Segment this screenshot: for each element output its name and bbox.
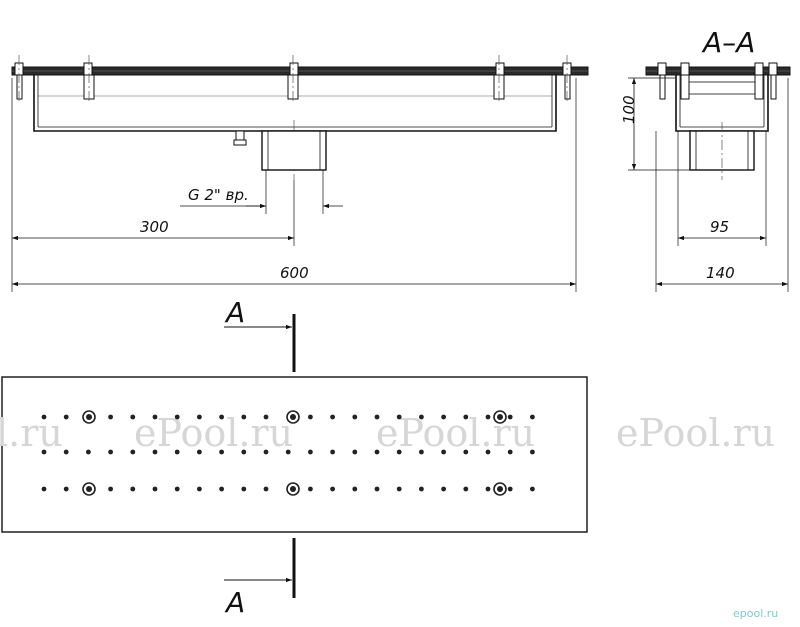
grate-hole — [463, 486, 469, 492]
dim-140-label: 140 — [706, 264, 735, 282]
grate-hole — [374, 486, 380, 492]
bolt-hole-center — [497, 486, 503, 492]
dim-300-label: 300 — [140, 218, 169, 236]
grate-hole — [352, 486, 358, 492]
front-view — [11, 55, 589, 292]
grate-hole — [108, 414, 113, 420]
grate-hole — [219, 414, 225, 420]
grate-hole — [197, 449, 202, 455]
grate-hole — [330, 449, 335, 455]
grate-hole — [174, 449, 180, 455]
grate-hole — [241, 449, 247, 455]
dim-600-label: 600 — [280, 264, 309, 282]
grate-hole — [441, 449, 446, 455]
grate-hole — [396, 449, 402, 455]
grate-hole — [330, 486, 335, 492]
grate-hole — [108, 486, 113, 492]
grate-hole — [130, 449, 136, 455]
grate-hole — [530, 486, 535, 492]
front-extension-lines — [11, 78, 577, 292]
grate-hole — [108, 449, 113, 455]
grate-hole — [419, 449, 424, 455]
cut-marker-bottom — [224, 538, 296, 598]
grate-hole — [152, 486, 158, 492]
cut-marker-top — [224, 314, 296, 372]
grate-holes — [41, 410, 535, 496]
bolt-hole-center — [86, 486, 92, 492]
grate-hole — [130, 414, 136, 420]
grate-hole — [152, 414, 158, 420]
grate-hole — [241, 486, 247, 492]
grate-hole — [396, 414, 402, 420]
grate-hole — [130, 486, 136, 492]
grate-hole — [41, 449, 47, 455]
cut-label-top: A — [224, 296, 245, 329]
watermark-text-2: ePool.ru — [134, 411, 293, 455]
grate-hole — [41, 414, 47, 420]
cut-label-bottom: A — [224, 586, 245, 619]
brand-logo: epool.ru — [733, 607, 778, 620]
section-title: A–A — [701, 26, 755, 59]
grate-hole — [152, 449, 158, 455]
grate-hole — [41, 486, 47, 492]
dim-thread-label: G 2" вр. — [188, 186, 249, 204]
grate-hole — [308, 414, 313, 420]
grate-hole — [174, 486, 180, 492]
grate-hole — [330, 414, 335, 420]
grate-hole — [441, 414, 446, 420]
front-centerlines — [18, 55, 568, 180]
grate-hole — [419, 486, 424, 492]
grate-hole — [441, 486, 446, 492]
grate-hole — [86, 449, 91, 455]
grate-hole — [308, 486, 313, 492]
grate-hole — [174, 414, 180, 420]
drain-fitting — [233, 130, 247, 146]
section-view — [628, 62, 791, 292]
grate-hole — [263, 414, 269, 420]
grate-hole — [63, 414, 69, 420]
grate-hole — [219, 486, 225, 492]
grate-hole — [285, 449, 291, 455]
grate-hole — [263, 486, 269, 492]
watermark-text-4: ePool.ru — [616, 411, 775, 455]
grate-hole — [241, 414, 247, 420]
grate-outline — [1, 376, 588, 533]
grate-hole — [352, 449, 358, 455]
grate-hole — [485, 486, 491, 492]
grate-hole — [463, 449, 469, 455]
grate-hole — [352, 414, 358, 420]
grate-hole — [396, 486, 402, 492]
grate-hole — [419, 414, 424, 420]
grate-hole — [507, 449, 513, 455]
grate-hole — [485, 449, 491, 455]
grate-hole — [374, 414, 380, 420]
grate-hole — [507, 414, 513, 420]
grate-hole — [263, 449, 269, 455]
grate-hole — [63, 486, 69, 492]
grate-hole — [530, 414, 535, 420]
grate-hole — [463, 414, 469, 420]
grate-hole — [374, 449, 380, 455]
dim-95-label: 95 — [710, 218, 729, 236]
grate-hole — [308, 449, 313, 455]
grate-hole — [485, 414, 491, 420]
outlet-pipe — [261, 130, 327, 171]
grate-hole — [219, 449, 225, 455]
grate-hole — [63, 449, 69, 455]
grate-hole — [197, 414, 202, 420]
watermark-text-1: l.ru — [0, 411, 63, 455]
bolt-hole-center — [290, 414, 296, 420]
grate-hole — [197, 486, 202, 492]
bolt-hole-center — [290, 486, 296, 492]
bolt-hole-center — [86, 414, 92, 420]
bolt-hole-center — [497, 414, 503, 420]
grate-hole — [530, 449, 535, 455]
grate-hole — [507, 486, 513, 492]
dim-100-label: 100 — [620, 95, 638, 124]
